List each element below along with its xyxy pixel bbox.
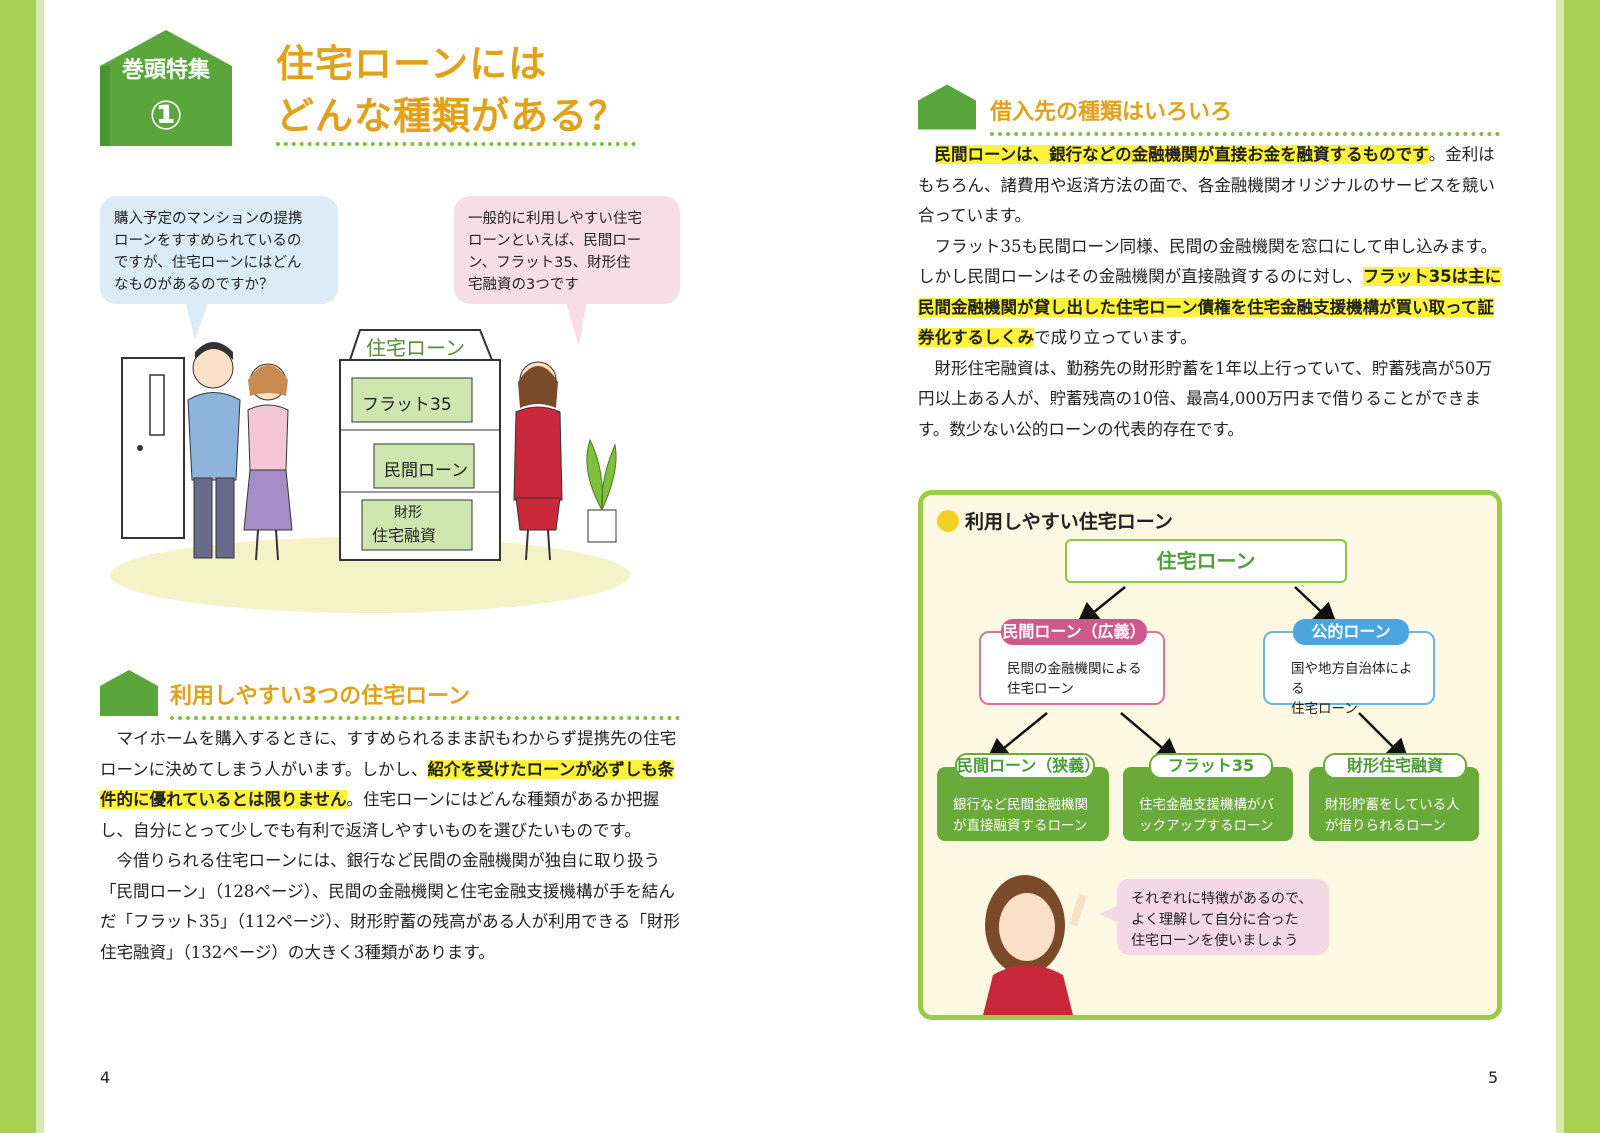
advice-line: よく理解して自分に合った [1131, 912, 1299, 928]
bubble-tail [185, 300, 209, 340]
title-line-2: どんな種類がある？ [276, 90, 636, 146]
node-desc: 銀行など民間金融機関 [953, 797, 1088, 813]
node-desc: 住宅ローン [1007, 681, 1074, 697]
page-number-right: 5 [1488, 1068, 1499, 1087]
bubble-line: ン、フラット35、財形住 [468, 255, 631, 271]
feature-badge: 巻頭特集 ① [100, 30, 232, 146]
section-title-right: 借入先の種類はいろいろ [990, 94, 1500, 136]
node-private-narrow: 銀行など民間金融機関 が直接融資するローン [937, 767, 1109, 841]
left-body: マイホームを購入するときに、すすめられるまま訳もわからず提携先の住宅ローンに決め… [100, 724, 680, 968]
page-title: 住宅ローンには どんな種類がある？ [276, 38, 636, 146]
paragraph: フラット35も民間ローン同様、民間の金融機関を窓口にして申し込みます。しかし民間… [918, 232, 1502, 354]
bubble-tail [1099, 905, 1119, 923]
tag-private-broad: 民間ローン（広義） [1001, 619, 1147, 645]
text-run: 。住宅ローンにはどんな種類があるか把握し、自分にとって少しでも有利で返済しやすい… [100, 790, 660, 840]
loan-shop-illustration: 住宅ローン フラット35 民間ローン 財形 住宅融資 [100, 320, 660, 620]
advisor-advice-bubble: それぞれに特徴があるので、 よく理解して自分に合った 住宅ローンを使いましょう [1117, 879, 1329, 955]
house-icon [100, 670, 158, 716]
diagram-title: 利用しやすい住宅ローン [965, 511, 1173, 533]
bubble-line: 宅融資の3つです [468, 277, 579, 293]
shop-sign: 住宅ローン [366, 336, 465, 360]
section-heading-right [918, 84, 976, 134]
advice-line: それぞれに特徴があるので、 [1131, 891, 1313, 907]
bubble-line: ローンといえば、民間ロー [468, 233, 642, 249]
node-desc: 民間の金融機関による [1007, 661, 1142, 677]
text-run: フラット35も民間ローン同様、民間の金融機関を窓口にして申し込みます。しかし民間… [918, 236, 1498, 287]
house-icon [918, 84, 976, 130]
advice-line: 住宅ローンを使いましょう [1131, 933, 1299, 949]
page-number-left: 4 [100, 1068, 111, 1087]
title-line-1: 住宅ローンには [276, 42, 548, 86]
left-page-edge-bar [0, 0, 44, 1133]
bubble-line: ローンをすすめられているの [114, 233, 302, 249]
shelf-label-private: 民間ローン [384, 461, 469, 481]
badge-label: 巻頭特集 [121, 58, 210, 83]
paragraph: 民間ローンは、銀行などの金融機関が直接お金を融資するものです。金利はもちろん、諸… [918, 140, 1502, 232]
diagram-arrows [937, 510, 1411, 1015]
right-body: 民間ローンは、銀行などの金融機関が直接お金を融資するものです。金利はもちろん、諸… [918, 140, 1502, 445]
tag-public: 公的ローン [1293, 619, 1409, 645]
node-flat35: 住宅金融支援機構がバ ックアップするローン [1123, 767, 1293, 841]
node-desc: 財形貯蓄をしている人 [1325, 797, 1460, 813]
bubble-line: ですが、住宅ローンにはどん [114, 255, 302, 271]
node-desc: ックアップするローン [1139, 818, 1274, 834]
customer-speech-bubble: 購入予定のマンションの提携 ローンをすすめられているの ですが、住宅ローンにはど… [100, 196, 338, 304]
paragraph: マイホームを購入するときに、すすめられるまま訳もわからず提携先の住宅ローンに決め… [100, 724, 680, 846]
house-badge-icon [100, 30, 232, 146]
highlighted-text: 民間ローンは、銀行などの金融機関が直接お金を融資するものです [934, 145, 1429, 164]
paragraph: 今借りられる住宅ローンには、銀行など民間の金融機関が独自に取り扱う「民間ローン」… [100, 851, 680, 962]
section-title-left: 利用しやすい3つの住宅ローン [170, 678, 680, 720]
section-heading-left [100, 670, 158, 720]
text-run: マイホームを購入するときに、すすめられるまま訳もわからず提携先の住宅ローンに決め… [100, 729, 677, 779]
advisor-speech-bubble: 一般的に利用しやすい住宅 ローンといえば、民間ロー ン、フラット35、財形住 宅… [454, 196, 680, 304]
tag-private-narrow: 民間ローン（狭義） [955, 753, 1100, 779]
node-desc: 住宅金融支援機構がバ [1139, 797, 1274, 813]
node-desc: が直接融資するローン [953, 818, 1088, 834]
badge-number: ① [149, 93, 183, 139]
loan-types-diagram: 利用しやすい住宅ローン 住宅ローン 民間の金融機関による 住宅ローン 民間ローン… [918, 490, 1502, 1020]
node-zaikei: 財形貯蓄をしている人 が借りられるローン [1309, 767, 1479, 841]
bubble-line: 購入予定のマンションの提携 [114, 211, 303, 227]
node-desc: 国や地方自治体による [1291, 661, 1413, 697]
shelf-label-zaikei-2: 住宅融資 [372, 526, 437, 545]
shelf-label-flat35: フラット35 [362, 395, 452, 415]
bubble-line: 一般的に利用しやすい住宅 [468, 211, 642, 227]
tag-zaikei: 財形住宅融資 [1323, 753, 1467, 779]
bubble-line: なものがあるのですか？ [114, 277, 274, 293]
text-run: 。金利はもちろん、諸費用や返済方法の面で、各金融機関オリジナルのサービスを競い合… [918, 145, 1495, 225]
node-desc: が借りられるローン [1325, 818, 1446, 834]
tag-flat35: フラット35 [1149, 753, 1273, 779]
paragraph: 財形住宅融資は、勤務先の財形貯蓄を1年以上行っていて、貯蓄残高が50万円以上ある… [918, 358, 1492, 439]
node-desc: 住宅ローン [1291, 701, 1358, 717]
shelf-label-zaikei-1: 財形 [394, 505, 422, 521]
right-page-edge-bar [1556, 0, 1600, 1133]
text-run: で成り立っています。 [1034, 328, 1197, 347]
node-housing-loan: 住宅ローン [1065, 539, 1347, 583]
bubble-tail [565, 300, 587, 346]
